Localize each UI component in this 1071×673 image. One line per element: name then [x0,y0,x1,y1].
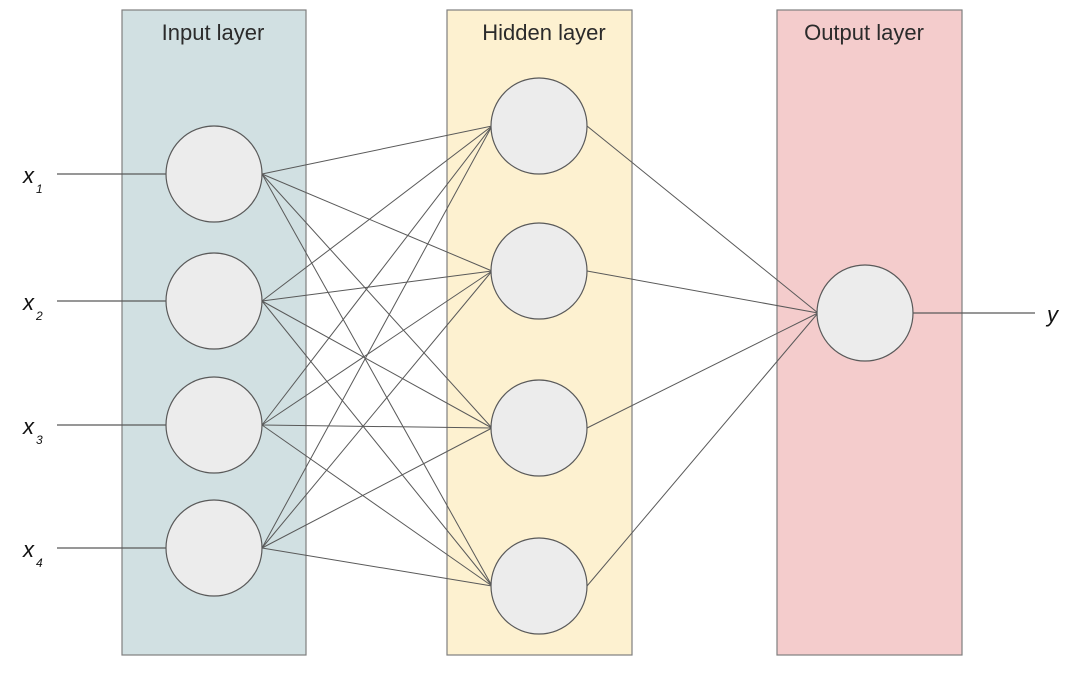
input-node-4 [165,499,263,597]
hidden-output-connections [586,125,819,587]
hidden-node-4 [490,537,588,635]
hidden-node-2 [490,222,588,320]
input-layer-title: Input layer [162,20,265,45]
input-label-1: x1 [22,163,43,196]
output-node [816,264,914,362]
input-label-4: x4 [22,537,43,570]
input-node-3 [165,376,263,474]
input-hidden-connections [261,125,493,587]
hidden-node-3 [490,379,588,477]
output-label: y [1045,302,1060,327]
hidden-layer-nodes [490,77,588,635]
output-layer-title: Output layer [804,20,924,45]
input-node-1 [165,125,263,223]
io-lines [57,173,1035,549]
input-layer-nodes [165,125,263,597]
hidden-node-1 [490,77,588,175]
input-node-2 [165,252,263,350]
input-label-3: x3 [22,414,43,447]
hidden-layer-title: Hidden layer [482,20,606,45]
input-label-2: x2 [22,290,43,323]
